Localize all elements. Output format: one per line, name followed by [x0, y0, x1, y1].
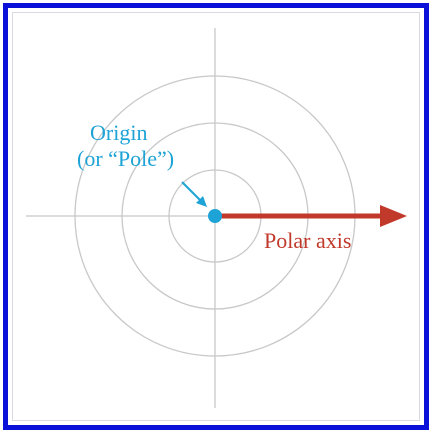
origin-dot: [208, 209, 222, 223]
origin-pointer-line: [181, 181, 203, 203]
diagram-inner-border: [12, 12, 420, 421]
polar-axis-label: Polar axis: [264, 228, 352, 253]
origin-pointer-arrowhead: [196, 196, 207, 207]
pole-label: (or “Pole”): [77, 146, 175, 171]
origin-label: Origin: [90, 120, 148, 145]
polar-axis-arrowhead: [380, 205, 407, 227]
